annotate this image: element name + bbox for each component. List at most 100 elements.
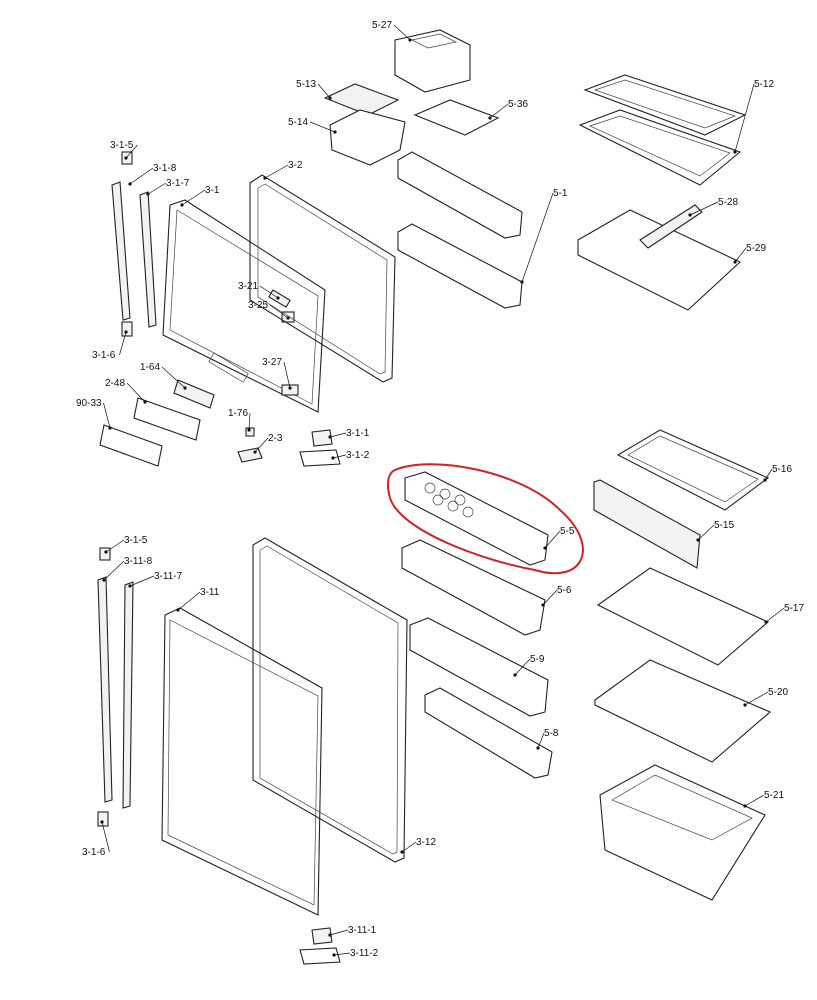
- part-number: 5-1: [553, 188, 568, 199]
- leader-line: [332, 454, 347, 459]
- part-label-3-12: 3-12: [400, 837, 436, 854]
- leader-line: [125, 144, 138, 159]
- leader-dot: [124, 330, 128, 334]
- part-number: 5-27: [372, 20, 392, 31]
- leader-dot: [764, 620, 768, 624]
- leader-line: [126, 382, 146, 403]
- part-label-5-29: 5-29: [733, 243, 766, 264]
- part-number: 3-1-7: [166, 178, 190, 189]
- leader-line: [514, 658, 531, 676]
- part-label-5-21: 5-21: [743, 790, 784, 808]
- leader-line: [129, 167, 154, 185]
- leader-dot: [328, 96, 332, 100]
- bin-5-1a: [397, 151, 523, 239]
- part-label-3-1-5: 3-1-5: [104, 535, 148, 554]
- leader-dot: [513, 673, 517, 677]
- part-number: 5-20: [768, 687, 788, 698]
- part-number: 5-29: [746, 243, 766, 254]
- strip-3-1-7: [139, 191, 157, 328]
- part-label-3-1-2: 3-1-2: [331, 450, 370, 461]
- part-label-1-64: 1-64: [140, 362, 187, 390]
- upper-gasket: [249, 174, 396, 383]
- part-label-3-25: 3-25: [248, 300, 290, 320]
- part-number: 3-11: [200, 587, 220, 598]
- leader-line: [147, 182, 167, 195]
- crisper-5-21: [599, 764, 766, 901]
- leader-dot: [743, 703, 747, 707]
- part-5-36: [413, 99, 500, 136]
- part-number: 5-15: [714, 520, 734, 531]
- part-number: 3-1-1: [346, 428, 370, 439]
- leader-dot: [104, 550, 108, 554]
- leader-line: [537, 732, 545, 749]
- part-label-5-1: 5-1: [520, 188, 568, 284]
- part-number: 3-1-5: [110, 140, 134, 151]
- upper-door: [162, 199, 326, 413]
- leader-dot: [253, 450, 257, 454]
- part-1-76: [245, 427, 255, 437]
- part-number: 5-6: [557, 585, 572, 596]
- part-number: 3-11-1: [348, 925, 377, 936]
- part-2-3: [237, 447, 263, 463]
- part-number: 3-21: [238, 281, 258, 292]
- leader-dot: [743, 804, 747, 808]
- part-number: 3-11-8: [124, 556, 153, 567]
- part-number: 5-12: [754, 79, 774, 90]
- leader-dot: [696, 538, 700, 542]
- lower-hinge-cap-bottom: [97, 811, 109, 827]
- bin-5-9: [409, 617, 549, 717]
- part-1-64: [173, 379, 215, 409]
- part-label-5-9: 5-9: [513, 654, 545, 677]
- leader-dot: [263, 176, 267, 180]
- part-number: 5-21: [764, 790, 784, 801]
- leader-line: [283, 361, 291, 389]
- part-5-15: [593, 479, 701, 569]
- leader-line: [254, 437, 269, 453]
- part-number: 3-25: [248, 300, 268, 311]
- part-number: 3-1-6: [82, 847, 106, 858]
- drawer-5-29: [577, 209, 741, 311]
- shelf-5-20: [594, 659, 772, 763]
- leader-line: [689, 201, 719, 216]
- part-5-13: [323, 83, 400, 116]
- leader-dot: [102, 578, 106, 582]
- part-number: 3-11-2: [350, 948, 379, 959]
- strip-3-11-7: [122, 581, 134, 809]
- leader-line: [129, 575, 155, 587]
- bin-5-5: [404, 471, 549, 566]
- part-label-3-1-7: 3-1-7: [146, 178, 190, 196]
- part-label-1-76: 1-76: [228, 408, 251, 432]
- leader-dot: [183, 386, 187, 390]
- leader-dot: [288, 386, 292, 390]
- part-label-5-6: 5-6: [541, 585, 572, 607]
- part-number: 3-27: [262, 357, 282, 368]
- leader-line: [105, 539, 125, 553]
- hinge-3-1-1: [311, 429, 333, 447]
- part-number: 5-16: [772, 464, 792, 475]
- shelf-5-12b: [578, 109, 742, 186]
- leader-dot: [733, 260, 737, 264]
- leader-line: [309, 121, 336, 133]
- part-number: 3-1-8: [153, 163, 177, 174]
- leader-dot: [176, 608, 180, 612]
- part-2-48: [133, 397, 201, 441]
- part-label-5-20: 5-20: [743, 687, 788, 707]
- part-label-5-15: 5-15: [696, 520, 734, 542]
- leader-dot: [332, 953, 336, 957]
- leader-line: [329, 929, 349, 936]
- part-5-14: [329, 109, 406, 166]
- lower-hinge-cap-top: [99, 547, 111, 561]
- part-label-5-8: 5-8: [536, 728, 559, 750]
- leader-line: [489, 103, 509, 119]
- leader-line: [744, 691, 769, 706]
- leader-line: [734, 247, 747, 263]
- part-label-2-3: 2-3: [253, 433, 283, 454]
- leader-line: [103, 560, 125, 581]
- part-label-5-5: 5-5: [543, 526, 575, 550]
- leader-line: [333, 952, 351, 956]
- leader-line: [181, 189, 206, 206]
- part-label-5-28: 5-28: [688, 197, 738, 217]
- leader-dot: [247, 428, 251, 432]
- leader-dot: [541, 603, 545, 607]
